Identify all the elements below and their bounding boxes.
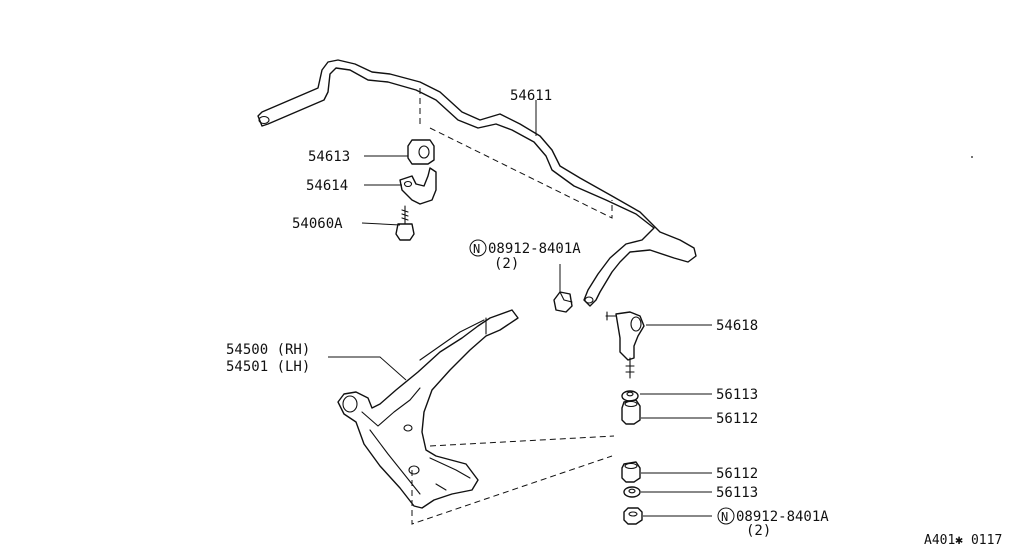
label-clamp: 54614 — [306, 178, 348, 194]
label-nut-bottom-code: 08912-8401A — [736, 509, 829, 525]
nut-top[interactable] — [553, 291, 573, 313]
label-connecting-rod: 54618 — [716, 318, 758, 334]
bushing-upper[interactable] — [621, 399, 641, 425]
nut-symbol-top-text: N — [473, 242, 480, 256]
nut-symbol-top — [469, 239, 487, 257]
label-nut-top-qty: (2) — [494, 256, 519, 272]
label-arm-rh: 54500 (RH) — [226, 342, 310, 358]
label-bolt: 54060A — [292, 216, 343, 232]
label-bushing: 54613 — [308, 149, 350, 165]
label-stabilizer-bar: 54611 — [510, 88, 552, 104]
label-bushing-upper: 56112 — [716, 411, 758, 427]
label-nut-bottom-qty: (2) — [746, 523, 771, 539]
leader-arm — [328, 356, 407, 381]
mount-line-arm — [411, 435, 615, 525]
washer-lower[interactable] — [623, 486, 641, 498]
clamp[interactable] — [399, 167, 437, 205]
label-washer-upper: 56113 — [716, 387, 758, 403]
connecting-rod[interactable] — [605, 311, 645, 379]
leader-54060a — [361, 222, 401, 226]
nut-symbol-bottom — [717, 507, 735, 525]
label-arm-lh: 54501 (LH) — [226, 359, 310, 375]
nut-symbol-bottom-text: N — [721, 510, 728, 524]
label-washer-lower: 56113 — [716, 485, 758, 501]
speck-dot — [971, 156, 973, 158]
bushing-lower[interactable] — [621, 461, 641, 483]
label-bushing-lower: 56112 — [716, 466, 758, 482]
lower-control-arm[interactable] — [337, 309, 519, 509]
bolt[interactable] — [395, 205, 415, 241]
label-nut-top-code: 08912-8401A — [488, 241, 581, 257]
nut-bottom[interactable] — [623, 507, 643, 525]
mount-line-bar — [419, 88, 613, 219]
footer-ref: A401✱ 0117 — [924, 533, 1002, 548]
bushing[interactable] — [407, 139, 435, 165]
stabilizer-bar[interactable] — [257, 59, 697, 307]
